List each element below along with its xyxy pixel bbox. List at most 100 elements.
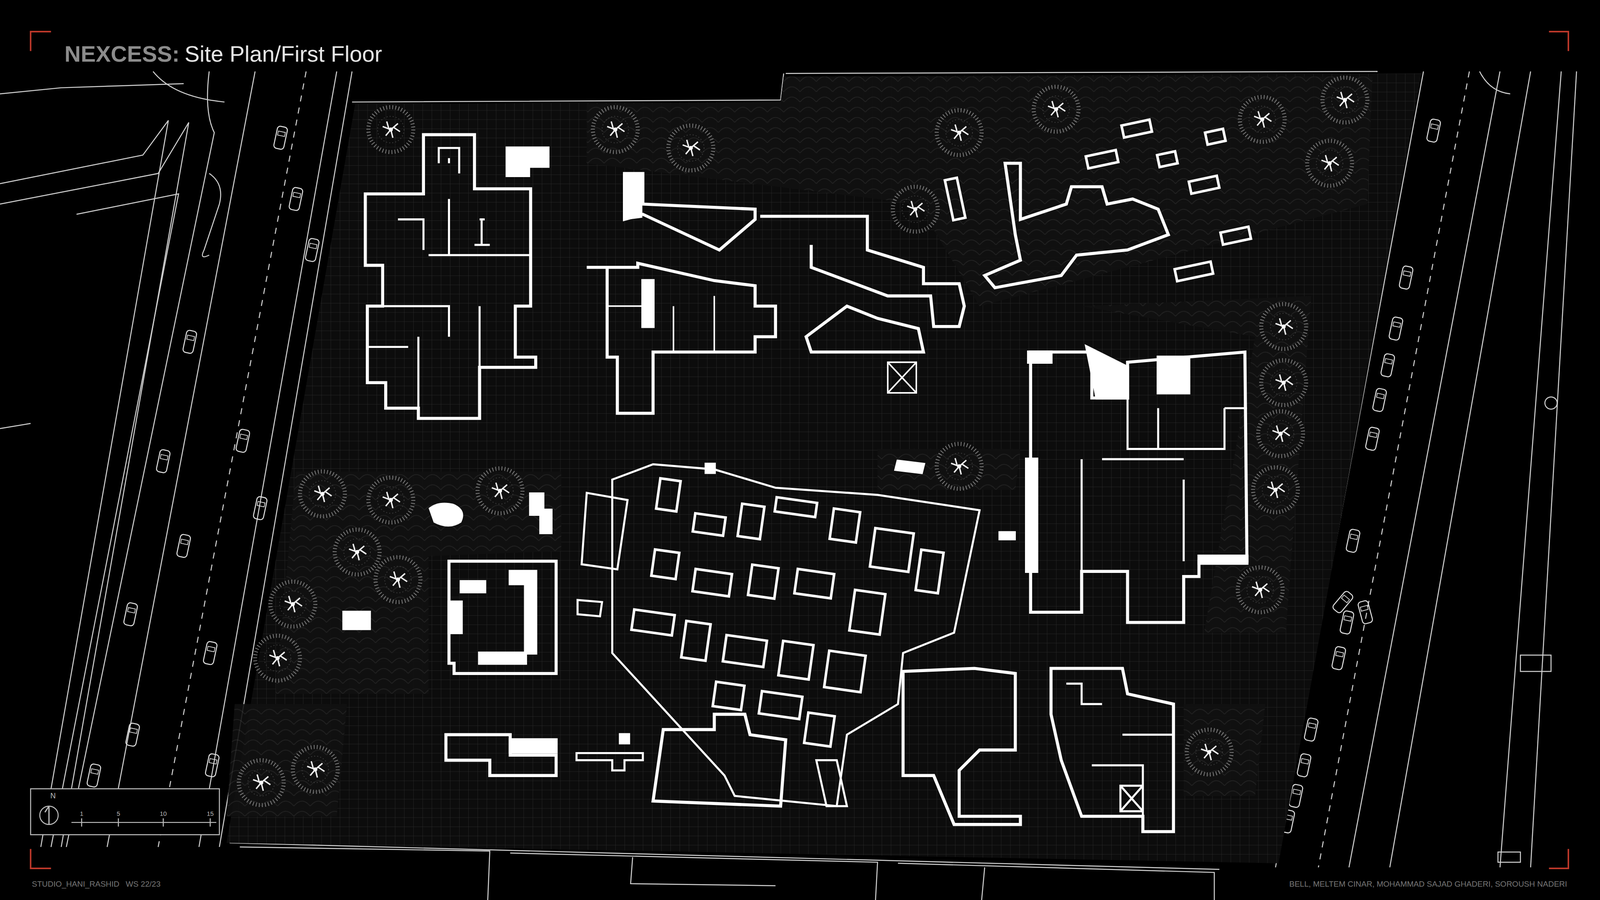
surroundings-part (1497, 852, 1521, 863)
trees-part (1237, 567, 1283, 613)
building-outlines-part (365, 134, 536, 419)
surroundings-part (0, 83, 184, 94)
building-outlines-part-part (870, 527, 914, 572)
trees-part (1261, 360, 1307, 405)
trees-part (368, 107, 414, 153)
building-outlines-part-part (692, 513, 726, 536)
building-outlines-part (620, 734, 629, 743)
building-outlines-part-part (778, 640, 814, 680)
surroundings-part (1545, 397, 1558, 410)
building-outlines-part (1030, 352, 1247, 623)
building-outlines-part (428, 502, 464, 527)
trees-part (1186, 729, 1232, 775)
trees-part (1307, 140, 1353, 186)
trees-part (1252, 467, 1298, 513)
building-outlines-part (642, 280, 653, 327)
corner-marks-part (30, 849, 51, 869)
building-outlines-part-part (1220, 226, 1251, 245)
building-outlines-part-part (758, 691, 803, 720)
building-outlines-part-part (915, 549, 944, 594)
scale-bar-part (45, 806, 50, 825)
cars-part (155, 449, 171, 474)
scale-bar-part (71, 818, 217, 827)
building-outlines-part (984, 163, 1169, 288)
building-outlines-part (1026, 459, 1037, 572)
trees-part (1240, 97, 1285, 143)
building-outlines-part (1158, 357, 1189, 393)
trees-part (368, 477, 414, 523)
building-outlines-part (706, 464, 715, 473)
trees (238, 77, 1368, 805)
surroundings-part (1479, 71, 1510, 94)
surroundings-part (240, 847, 490, 900)
trees-part (292, 747, 338, 793)
building-outlines-part (367, 199, 531, 409)
building-outlines-part-part (737, 503, 765, 540)
trees-part (936, 110, 982, 155)
corner-marks (30, 31, 1569, 869)
building-outlines-part (1081, 397, 1248, 572)
trees-part (1322, 77, 1368, 123)
building-outlines-part-part (829, 508, 860, 543)
building-outlines-part-part (1085, 150, 1119, 169)
cars-part (1426, 118, 1441, 143)
building-outlines-part (624, 175, 641, 219)
cars-part (1388, 316, 1404, 341)
cars-part (252, 496, 268, 521)
building-outlines-part-part (945, 177, 966, 221)
surroundings-part (0, 120, 169, 848)
site-ground-part (1183, 704, 1266, 796)
trees-part (477, 468, 523, 514)
building-outlines-part-part (849, 590, 885, 635)
corner-marks-part (30, 31, 51, 52)
building-outlines (343, 119, 1251, 832)
building-outlines-part (577, 600, 603, 617)
building-outlines-part (510, 740, 556, 753)
trees-part (1261, 304, 1307, 350)
building-outlines-part (343, 612, 370, 629)
cars-part (1398, 265, 1414, 290)
site-ground-part (586, 76, 1373, 307)
cars-part (1331, 590, 1354, 614)
building-outlines-part-part (722, 635, 768, 668)
trees-part (300, 471, 345, 517)
project-name: NEXCESS: (63, 40, 181, 67)
cars-part (1365, 426, 1380, 451)
trees-part (238, 760, 284, 805)
cars-part (1380, 353, 1395, 378)
building-outlines-part (624, 173, 755, 250)
building-outlines-part-part (656, 478, 681, 512)
cars-part (1331, 646, 1346, 671)
trees-part (255, 635, 300, 681)
surroundings-part (510, 852, 878, 900)
trees-part (1258, 411, 1304, 457)
building-outlines-part-part (1174, 261, 1213, 282)
trees-part (1033, 86, 1079, 132)
building-outlines-part (438, 147, 460, 174)
surroundings-part (66, 71, 215, 847)
cars-part (273, 125, 288, 150)
surroundings-part (0, 122, 189, 848)
studio-credit: STUDIO_HANI_RASHID (30, 879, 121, 889)
author-credit: BELL, MELTEM CINAR, MOHAMMAD SAJAD GHADE… (1287, 879, 1569, 889)
surroundings-part (1500, 71, 1562, 868)
cars-part (205, 753, 220, 778)
scale-number: 15 (205, 810, 215, 818)
surroundings-part (50, 193, 179, 847)
building-outlines-part (507, 147, 548, 176)
site-ground-part (226, 704, 348, 817)
building-outlines-part-part (774, 497, 818, 518)
trees-part (592, 107, 638, 153)
building-outlines-part (1000, 532, 1015, 539)
semester-credit: WS 22/23 (124, 879, 162, 889)
corner-marks-part (1549, 31, 1569, 52)
building-outlines-part-part (824, 650, 866, 693)
trees-part (668, 125, 714, 171)
building-outlines-part-part (692, 569, 733, 597)
cars-part (123, 602, 138, 627)
cars-part (182, 330, 198, 355)
cars-part (305, 237, 320, 263)
building-outlines-part-part (1205, 128, 1226, 145)
building-outlines-part (586, 263, 776, 414)
